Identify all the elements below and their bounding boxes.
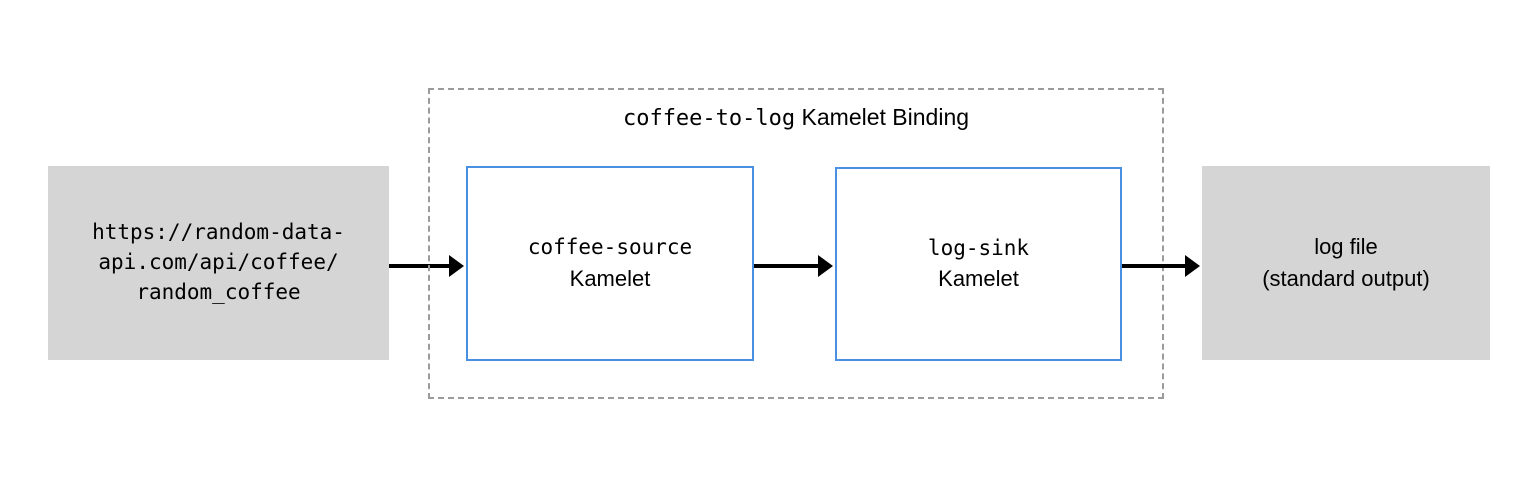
kamelet-binding-title-sans: Kamelet Binding	[795, 104, 970, 130]
kamelet-binding-title-mono: coffee-to-log	[622, 106, 796, 131]
arrow-kamelet-source-to-kamelet-sink	[754, 264, 820, 268]
arrow-kamelet-sink-to-destination	[1122, 264, 1187, 268]
kamelet-binding-group	[428, 88, 1164, 399]
kamelet-sink-name: log-sink	[927, 235, 1030, 260]
destination-label: log file (standard output)	[1262, 234, 1430, 291]
source-endpoint-label: https://random-data- api.com/api/coffee/…	[92, 220, 345, 304]
kamelet-source-kind: Kamelet	[569, 265, 651, 291]
kamelet-source-node[interactable]: coffee-source Kamelet	[466, 166, 754, 361]
source-endpoint-node: https://random-data- api.com/api/coffee/…	[48, 166, 389, 360]
kamelet-sink-node[interactable]: log-sink Kamelet	[835, 167, 1122, 361]
kamelet-sink-kind: Kamelet	[938, 266, 1019, 292]
destination-node: log file (standard output)	[1202, 166, 1490, 360]
kamelet-binding-title: coffee-to-log Kamelet Binding	[430, 104, 1162, 131]
arrow-source-to-kamelet-source	[389, 264, 451, 268]
kamelet-source-name: coffee-source	[527, 235, 693, 260]
